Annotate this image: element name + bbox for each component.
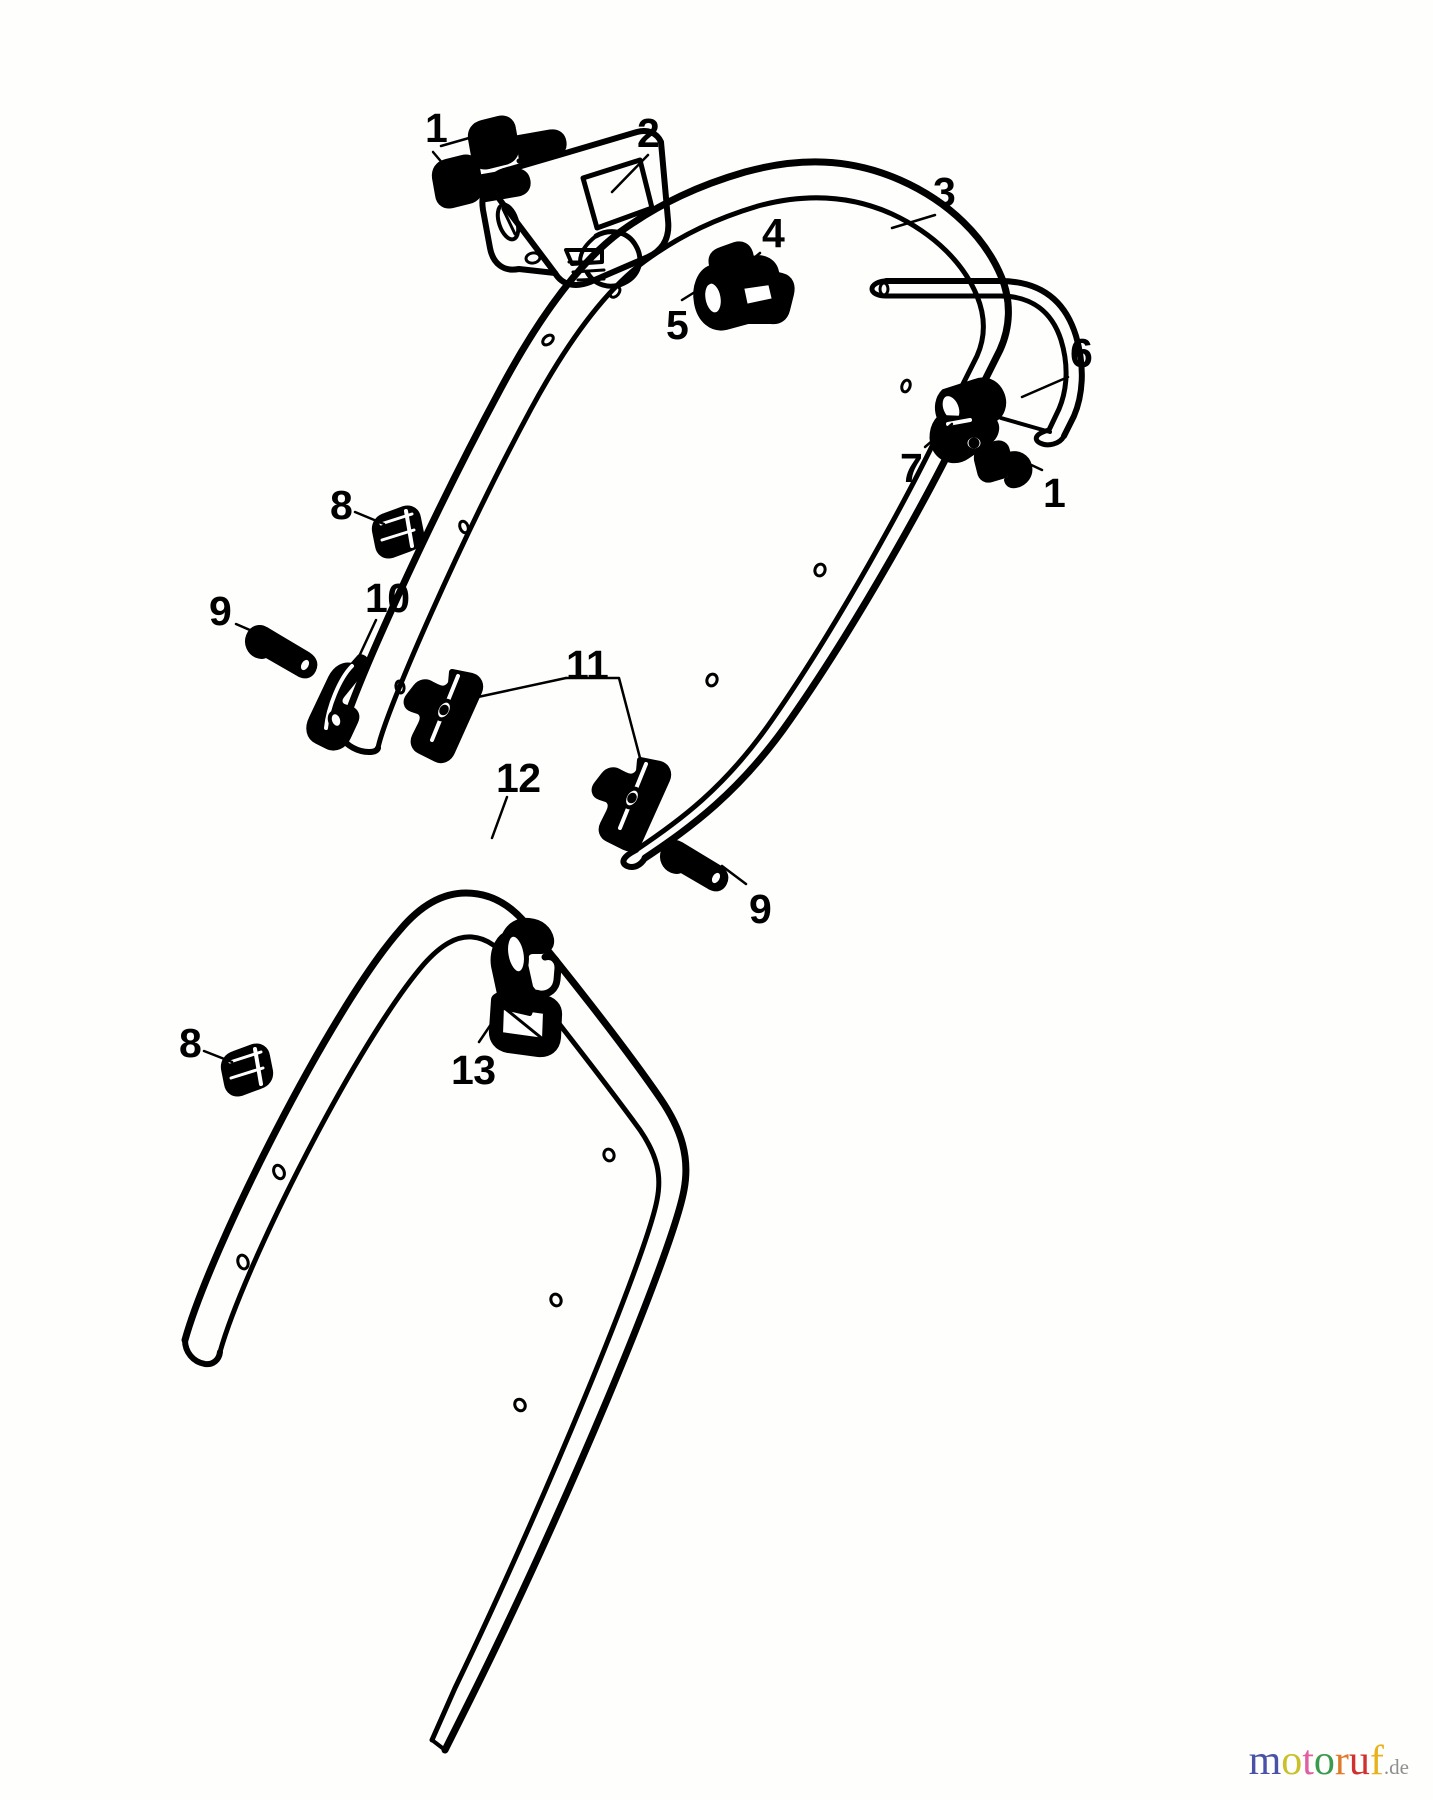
callout-label-13[interactable]: 13	[451, 1047, 496, 1093]
part-cable-guide-hook	[488, 917, 563, 1058]
watermark-letter-o2: o	[1313, 1738, 1335, 1784]
part-bowden-cable	[869, 278, 1085, 448]
part-spacer-bush-lower	[220, 1043, 274, 1097]
callout-label-6[interactable]: 6	[1070, 330, 1093, 376]
callout-leader-lines	[202, 128, 1070, 1064]
callout-label-7[interactable]: 7	[900, 445, 923, 491]
part-screw-right-b	[973, 440, 1033, 489]
watermark-letter-m: m	[1248, 1738, 1282, 1784]
callout-label-10[interactable]: 10	[365, 575, 410, 621]
callout-label-9-right[interactable]: 9	[749, 886, 772, 932]
callout-label-5[interactable]: 5	[666, 302, 689, 348]
part-spacer-bush-upper	[371, 505, 425, 559]
watermark-letter-u: u	[1348, 1738, 1370, 1784]
motoruf-watermark: motoruf.de	[1249, 1740, 1409, 1782]
callout-label-4[interactable]: 4	[762, 210, 785, 256]
part-lower-handle-bar	[181, 889, 690, 1754]
callout-label-8-lower[interactable]: 8	[179, 1020, 202, 1066]
callout-label-12[interactable]: 12	[496, 755, 541, 801]
callout-label-1-right[interactable]: 1	[1043, 470, 1066, 516]
watermark-letter-r: r	[1334, 1738, 1349, 1784]
part-switch-box-housing	[479, 128, 672, 289]
watermark-letter-t: t	[1302, 1738, 1314, 1784]
part-clamp-knob-upper	[403, 669, 484, 764]
part-cable-clip-bracket	[693, 263, 795, 331]
watermark-suffix: .de	[1383, 1755, 1409, 1779]
callout-label-11[interactable]: 11	[566, 642, 609, 688]
callout-label-2[interactable]: 2	[637, 110, 660, 156]
part-screw-upper-a	[431, 115, 567, 209]
part-pivot-bolt-right	[660, 840, 729, 892]
callout-label-3[interactable]: 3	[933, 169, 956, 215]
part-pivot-bolt-left	[245, 625, 318, 679]
part-upper-handle-bar	[337, 158, 1012, 870]
callout-label-9-left[interactable]: 9	[209, 588, 232, 634]
part-clamp-knob-lower	[591, 757, 672, 852]
part-locking-lever	[306, 654, 370, 751]
watermark-letter-f: f	[1369, 1738, 1384, 1784]
callout-label-1-upper[interactable]: 1	[425, 105, 448, 151]
callout-label-8-upper[interactable]: 8	[330, 482, 353, 528]
watermark-letter-o1: o	[1281, 1738, 1303, 1784]
